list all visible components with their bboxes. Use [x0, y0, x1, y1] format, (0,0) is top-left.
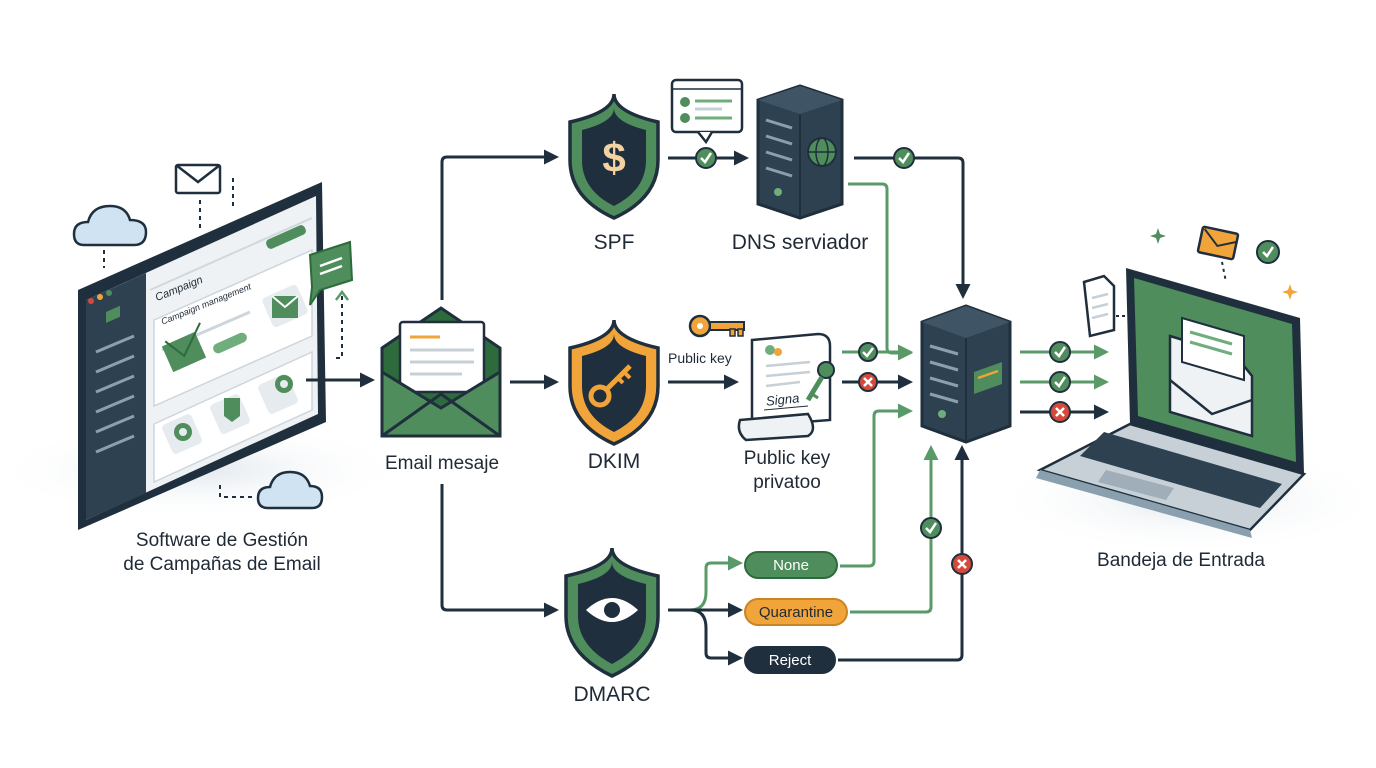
software-label-line2: de Campañas de Email	[123, 554, 321, 575]
check-icon	[1049, 371, 1071, 393]
check-icon	[893, 147, 915, 169]
check-icon	[920, 517, 942, 539]
dns-label: DNS serviador	[731, 231, 869, 254]
email-message-label: Email mesaje	[384, 453, 500, 474]
check-icon	[858, 342, 878, 362]
dmarc-label: DMARC	[573, 683, 651, 706]
check-icon	[1049, 341, 1071, 363]
check-icon	[695, 147, 717, 169]
dkim-shield-icon	[568, 319, 660, 446]
dkim-label: DKIM	[587, 450, 641, 473]
inbox-label: Bandeja de Entrada	[1097, 550, 1265, 571]
dkim-key-label: Public key	[668, 350, 732, 366]
laptop-icon	[1036, 268, 1307, 538]
policy-none-pill: None	[744, 551, 838, 579]
svg-text:$: $	[602, 134, 625, 181]
software-window	[78, 182, 326, 530]
x-icon	[858, 372, 878, 392]
mail-server-icon	[920, 304, 1012, 444]
x-icon	[1049, 401, 1071, 423]
software-label-line1: Software de Gestión	[135, 530, 309, 551]
key-doc-label-line1: Public key	[743, 448, 831, 469]
checklist-bubble-icon	[670, 78, 744, 145]
envelope-icon	[1196, 225, 1240, 261]
key-icon	[805, 361, 835, 402]
x-icon	[951, 553, 973, 575]
dns-server-icon	[756, 84, 844, 220]
document-icon	[1082, 274, 1116, 338]
cloud-icon	[72, 204, 148, 247]
dmarc-shield-icon	[564, 547, 660, 678]
key-icon	[688, 314, 745, 338]
chat-bubble-icon	[308, 240, 354, 306]
envelope-icon	[174, 163, 222, 195]
signed-document-icon	[737, 332, 832, 442]
spf-label: SPF	[593, 231, 635, 254]
key-doc-label-line2: privatoo	[753, 472, 821, 493]
email-message-icon	[380, 306, 502, 438]
policy-quarantine-pill: Quarantine	[744, 598, 848, 626]
policy-reject-pill: Reject	[744, 646, 836, 674]
check-icon	[1256, 240, 1280, 264]
cloud-icon	[256, 470, 324, 510]
spf-shield-icon: $	[568, 93, 660, 220]
